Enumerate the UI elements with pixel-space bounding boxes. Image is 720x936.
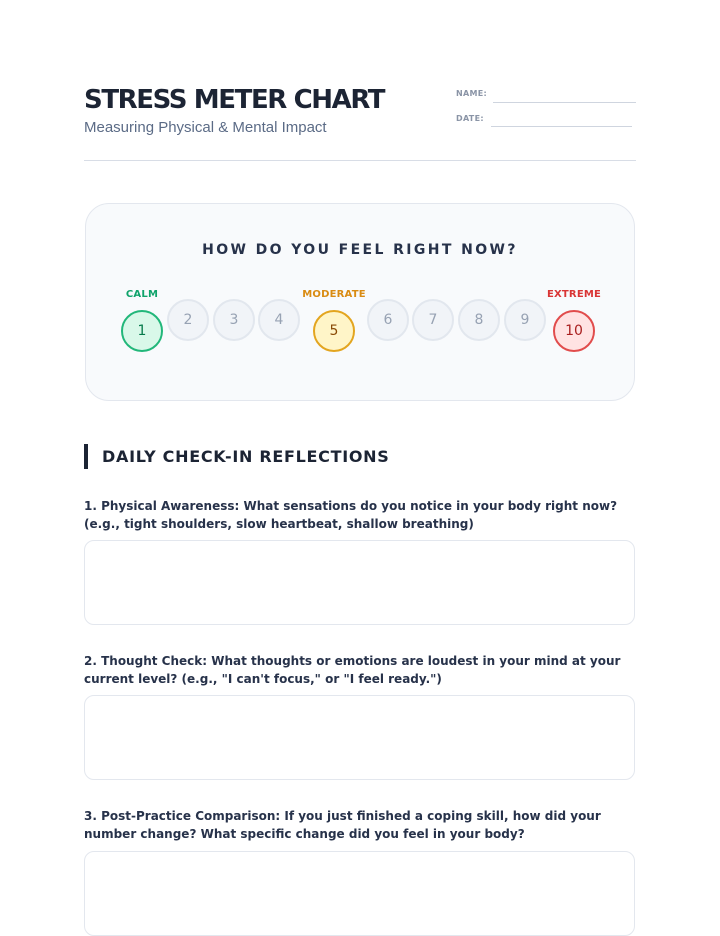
date-label: DATE: xyxy=(456,114,484,123)
stress-level-9[interactable]: 9 xyxy=(504,299,546,341)
stress-level-7[interactable]: 7 xyxy=(412,299,454,341)
post-practice-question: 3. Post-Practice Comparison: If you just… xyxy=(84,809,601,841)
physical-awareness-question: 1. Physical Awareness: What sensations d… xyxy=(84,499,618,531)
date-line[interactable] xyxy=(491,126,632,127)
stress-level-1[interactable]: 1 xyxy=(121,310,163,352)
page-subtitle: Measuring Physical & Mental Impact xyxy=(84,119,327,136)
name-label: NAME: xyxy=(456,89,488,98)
stress-level-3[interactable]: 3 xyxy=(213,299,255,341)
stress-meter-card: HOW DO YOU FEEL RIGHT NOW? CALM MODERATE… xyxy=(85,203,635,401)
calm-label: CALM xyxy=(125,289,159,300)
stress-level-4[interactable]: 4 xyxy=(258,299,300,341)
stress-level-8[interactable]: 8 xyxy=(458,299,500,341)
header: STRESS METER CHART Measuring Physical & … xyxy=(84,84,636,161)
stress-level-10[interactable]: 10 xyxy=(553,310,595,352)
physical-awareness-answer-box[interactable] xyxy=(84,540,635,625)
reflections-heading: DAILY CHECK-IN REFLECTIONS xyxy=(84,444,389,469)
stress-level-5[interactable]: 5 xyxy=(313,310,355,352)
post-practice-answer-box[interactable] xyxy=(84,851,635,936)
thought-check-question: 2. Thought Check: What thoughts or emoti… xyxy=(84,654,621,686)
thought-check-answer-box[interactable] xyxy=(84,695,635,780)
stress-level-2[interactable]: 2 xyxy=(167,299,209,341)
moderate-label: MODERATE xyxy=(302,289,366,300)
name-field[interactable]: NAME: xyxy=(456,89,636,103)
name-line[interactable] xyxy=(493,102,636,103)
stress-level-6[interactable]: 6 xyxy=(367,299,409,341)
date-field[interactable]: DATE: xyxy=(456,114,636,127)
meter-question: HOW DO YOU FEEL RIGHT NOW? xyxy=(202,242,518,258)
extreme-label: EXTREME xyxy=(546,289,602,300)
page-title: STRESS METER CHART xyxy=(84,85,386,115)
